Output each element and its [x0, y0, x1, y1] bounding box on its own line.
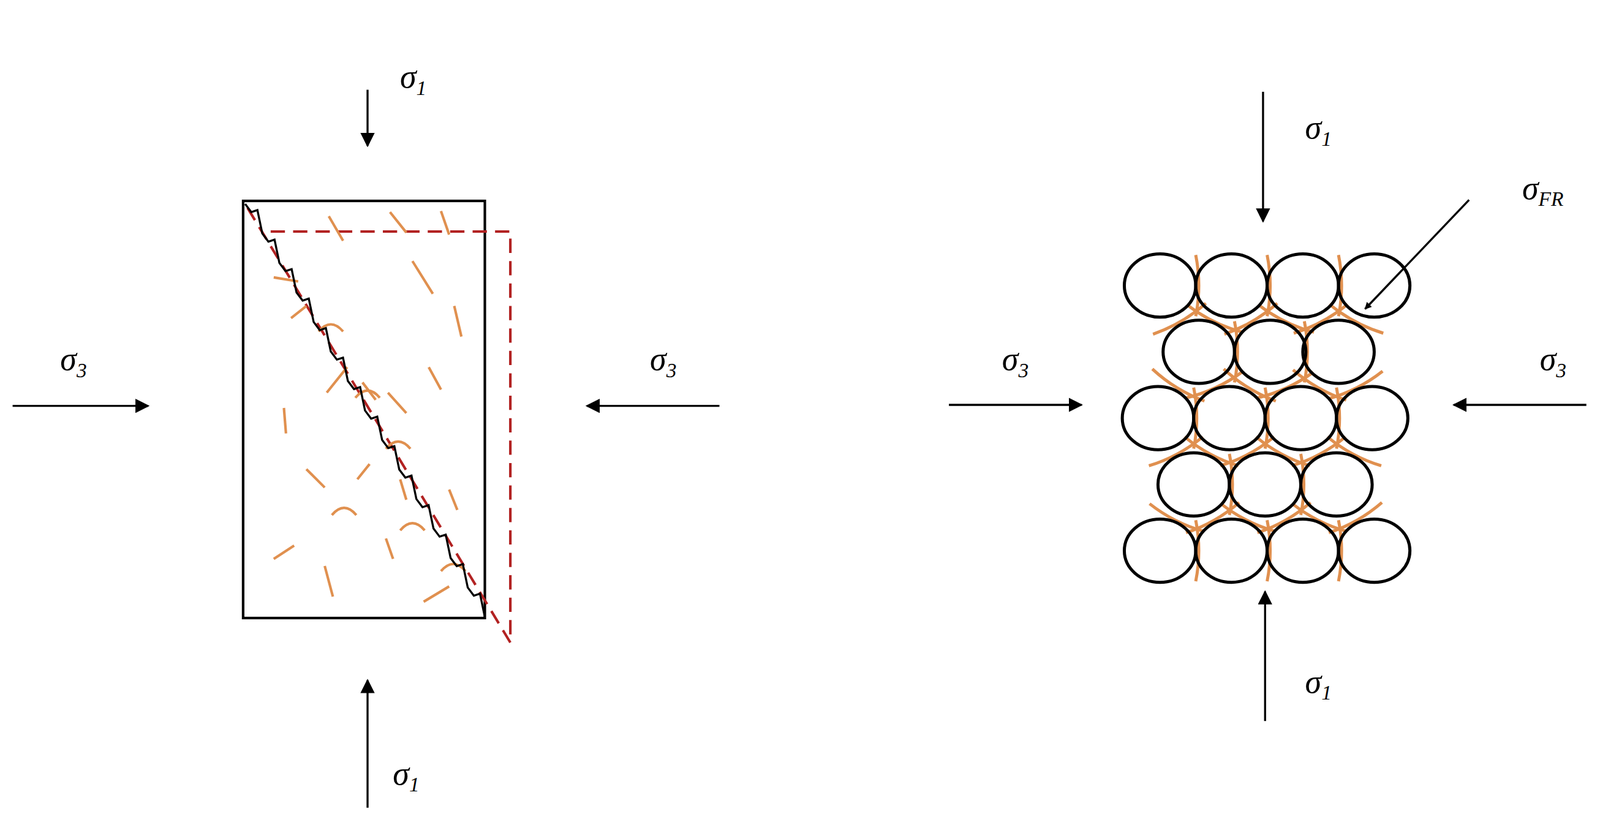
load-label: σ1: [400, 60, 427, 94]
load-label: σ3: [649, 342, 677, 376]
specimen-outline: [243, 200, 486, 619]
subscript: 1: [1321, 127, 1332, 151]
microcracks: [273, 211, 466, 603]
load-arrow: [12, 404, 149, 407]
load-arrow: [1453, 403, 1586, 406]
symbol: σ: [60, 340, 77, 378]
load-label: σ3: [1002, 342, 1029, 376]
symbol: σ: [649, 340, 667, 378]
load-arrow: [586, 404, 720, 407]
subscript: FR: [1538, 187, 1564, 211]
load-label: σ3: [1539, 342, 1567, 376]
symbol: σ: [1305, 109, 1322, 146]
symbol: σ: [392, 755, 410, 793]
displaced-outline: [245, 203, 511, 643]
load-label: σ1: [392, 757, 419, 791]
load-label: σ1: [1305, 665, 1332, 699]
subscript: 3: [1555, 358, 1567, 382]
grain-packing: [1122, 254, 1411, 583]
load-label: σ1: [1305, 110, 1332, 144]
symbol: σ: [1539, 340, 1557, 378]
subscript: 1: [409, 773, 420, 796]
subscript: 1: [416, 76, 427, 100]
symbol: σ: [400, 58, 417, 95]
subscript: 3: [666, 358, 677, 382]
load-arrow: [366, 680, 369, 808]
fracture-plane: [245, 203, 485, 617]
leader-line: [1364, 199, 1469, 309]
symbol: σ: [1305, 663, 1322, 701]
symbol: σ: [1522, 169, 1539, 207]
load-arrow: [1264, 591, 1267, 721]
load-label: σ3: [60, 342, 87, 376]
subscript: 3: [1018, 358, 1029, 382]
load-arrow: [366, 90, 369, 147]
subscript: 3: [76, 358, 87, 382]
subscript: 1: [1321, 681, 1332, 704]
stress-label: σFR: [1522, 171, 1564, 205]
symbol: σ: [1002, 340, 1019, 378]
load-arrow: [1261, 91, 1264, 222]
load-arrow: [948, 403, 1082, 406]
